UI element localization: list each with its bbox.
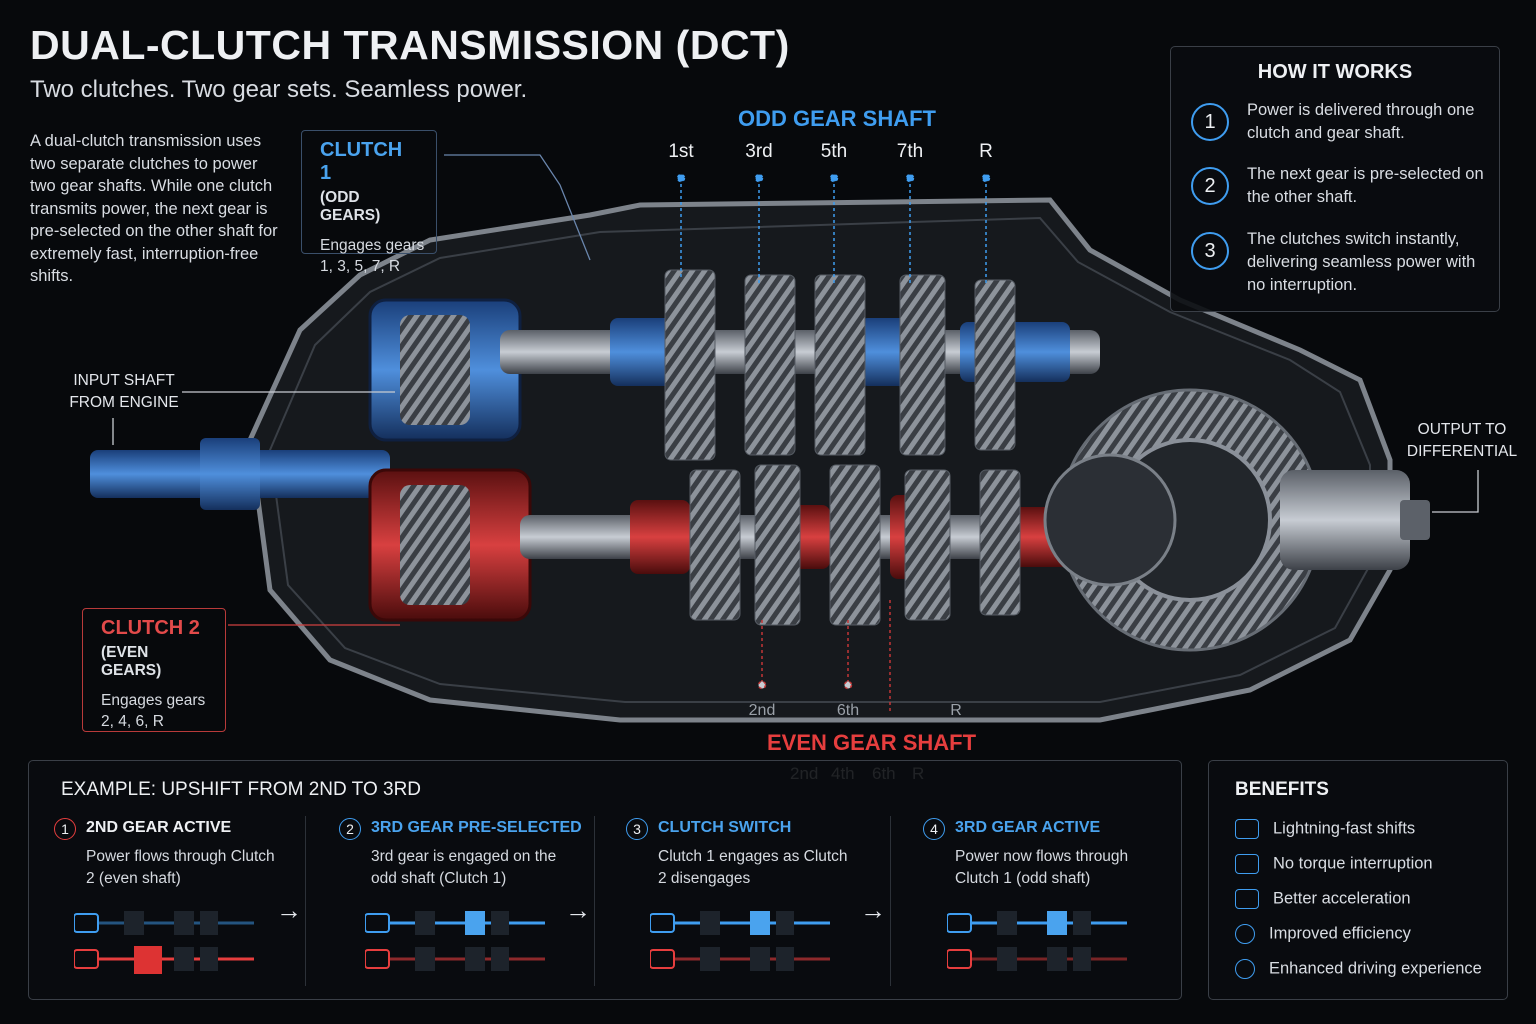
input-shaft-label: INPUT SHAFT FROM ENGINE xyxy=(62,370,186,414)
step-divider xyxy=(890,816,891,986)
benefit-text: Lightning-fast shifts xyxy=(1273,819,1416,838)
step-divider xyxy=(305,816,306,986)
clutch-1-subtitle: (ODD GEARS) xyxy=(320,189,381,224)
step-number-badge: 3 xyxy=(1191,232,1229,270)
step-number-badge: 4 xyxy=(923,818,945,840)
even-gear-tag: R xyxy=(950,702,962,719)
benefit-item: Enhanced driving experience xyxy=(1235,959,1482,979)
speedometer-icon xyxy=(1235,889,1259,909)
odd-shaft-title: ODD GEAR SHAFT xyxy=(738,106,936,131)
step-title: 2ND GEAR ACTIVE xyxy=(86,819,232,836)
arrow-icon: → xyxy=(860,895,886,925)
even-gear-tag: 2nd xyxy=(748,702,776,719)
example-step-1: 1 2ND GEAR ACTIVE Power flows through Cl… xyxy=(54,818,324,988)
page-subtitle: Two clutches. Two gear sets. Seamless po… xyxy=(30,76,528,103)
benefit-text: Enhanced driving experience xyxy=(1269,959,1482,978)
even-shaft-title: EVEN GEAR SHAFT xyxy=(767,730,977,755)
benefit-item: Improved efficiency xyxy=(1235,924,1411,944)
how-step-text: Power is delivered through one clutch an… xyxy=(1247,101,1475,142)
shaft-state-diagram xyxy=(947,911,1127,971)
how-it-works-panel: HOW IT WORKS 1 Power is delivered throug… xyxy=(1170,46,1500,312)
even-gear-tag: 6th xyxy=(836,702,860,719)
input-label-line2: FROM ENGINE xyxy=(69,394,179,411)
benefit-item: Better acceleration xyxy=(1235,889,1411,909)
clutch-2-callout: CLUTCH 2 (EVEN GEARS) Engages gears 2, 4… xyxy=(82,608,226,732)
odd-gear-label: 7th xyxy=(896,141,924,162)
benefits-panel: BENEFITS Lightning-fast shifts No torque… xyxy=(1208,760,1508,1000)
odd-gear-label: 5th xyxy=(820,141,848,162)
clutch-2-subtitle: (EVEN GEARS) xyxy=(101,644,162,679)
step-description: 3rd gear is engaged on the odd shaft (Cl… xyxy=(371,848,557,887)
example-step-3: 3 CLUTCH SWITCH Clutch 1 engages as Clut… xyxy=(626,818,896,988)
lightning-icon xyxy=(1235,819,1259,839)
benefit-item: Lightning-fast shifts xyxy=(1235,819,1415,839)
intro-text: A dual-clutch transmission uses two sepa… xyxy=(30,132,278,285)
step-number-badge: 3 xyxy=(626,818,648,840)
page-title: DUAL-CLUTCH TRANSMISSION (DCT) xyxy=(30,22,790,68)
clutch-1-title: CLUTCH 1 xyxy=(320,139,403,184)
shaft-state-diagram xyxy=(365,911,545,971)
step-title: CLUTCH SWITCH xyxy=(658,819,792,836)
even-gear-stack xyxy=(689,464,1021,626)
arrow-icon: → xyxy=(565,895,591,925)
step-number-badge: 2 xyxy=(339,818,361,840)
step-number-badge: 1 xyxy=(1191,103,1229,141)
fuel-drop-icon xyxy=(1235,924,1255,944)
odd-gear-label: 3rd xyxy=(745,141,773,162)
torque-icon xyxy=(1235,854,1259,874)
benefit-text: No torque interruption xyxy=(1273,854,1433,873)
clutch-2-description: Engages gears 2, 4, 6, R xyxy=(101,692,206,730)
how-step-text: The next gear is pre-selected on the oth… xyxy=(1247,165,1484,206)
benefit-item: No torque interruption xyxy=(1235,854,1433,874)
step-title: 3RD GEAR ACTIVE xyxy=(955,819,1101,836)
benefit-text: Improved efficiency xyxy=(1269,924,1411,943)
step-divider xyxy=(594,816,595,986)
step-description: Power flows through Clutch 2 (even shaft… xyxy=(86,848,275,887)
clutch-1-callout: CLUTCH 1 (ODD GEARS) Engages gears 1, 3,… xyxy=(301,130,437,275)
example-step-4: 4 3RD GEAR ACTIVE Power now flows throug… xyxy=(923,818,1193,988)
step-number-badge: 1 xyxy=(54,818,76,840)
output-label-line2: DIFFERENTIAL xyxy=(1406,443,1518,460)
odd-gear-label: 1st xyxy=(668,141,694,162)
example-step-2: 2 3RD GEAR PRE-SELECTED 3rd gear is enga… xyxy=(339,818,609,988)
clutch-2-title: CLUTCH 2 xyxy=(101,617,200,639)
clutch-1-description: Engages gears 1, 3, 5, 7, R xyxy=(320,237,425,275)
odd-gear-stack xyxy=(664,269,1016,461)
benefits-title: BENEFITS xyxy=(1235,779,1329,800)
output-flange xyxy=(1280,470,1410,570)
output-label: OUTPUT TO DIFFERENTIAL xyxy=(1404,419,1520,463)
arrow-icon: → xyxy=(276,895,302,925)
benefit-text: Better acceleration xyxy=(1273,889,1411,908)
step-number-badge: 2 xyxy=(1191,167,1229,205)
shaft-state-diagram xyxy=(74,911,254,974)
shaft-state-diagram xyxy=(650,911,830,971)
how-step-text: The clutches switch instantly, deliverin… xyxy=(1247,230,1476,294)
steering-icon xyxy=(1235,959,1255,979)
how-it-works-title: HOW IT WORKS xyxy=(1257,61,1413,83)
example-title: EXAMPLE: UPSHIFT FROM 2ND TO 3RD xyxy=(61,779,422,800)
output-label-line1: OUTPUT TO xyxy=(1417,421,1507,438)
input-label-line1: INPUT SHAFT xyxy=(73,372,175,389)
step-description: Clutch 1 engages as Clutch 2 disengages xyxy=(658,848,848,887)
odd-gear-label: R xyxy=(979,141,993,162)
step-description: Power now flows through Clutch 1 (odd sh… xyxy=(955,848,1129,887)
step-title: 3RD GEAR PRE-SELECTED xyxy=(371,819,582,836)
